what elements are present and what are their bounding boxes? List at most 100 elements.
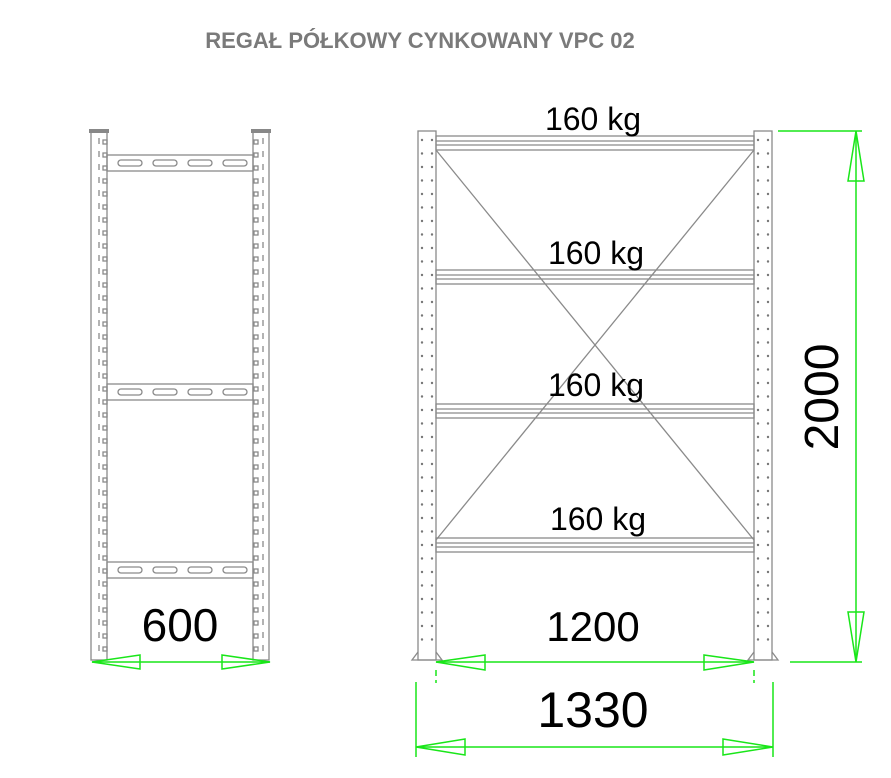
upright-hole (420, 314, 424, 317)
upright-hole (766, 165, 770, 169)
upright-hole (102, 269, 108, 275)
upright-hole (430, 300, 434, 304)
upright-hole (102, 633, 108, 639)
beam-slot (187, 566, 213, 574)
upright-hole (102, 477, 108, 483)
upright-hole (756, 192, 760, 196)
upright-hole (420, 422, 424, 425)
front-shelf (435, 537, 755, 553)
upright-hole (253, 373, 259, 379)
upright-hole (430, 233, 434, 236)
beam-slot (222, 159, 248, 167)
upright-hole (102, 581, 108, 587)
upright-hole (102, 230, 108, 236)
upright-hole (766, 395, 770, 398)
upright-hole (420, 381, 424, 385)
upright-hole (766, 489, 770, 493)
upright-hole (766, 381, 770, 385)
upright-hole (756, 597, 760, 601)
upright-hole (756, 408, 760, 412)
upright-hole (420, 462, 424, 466)
upright-hole (766, 354, 770, 358)
upright-hole (253, 464, 259, 470)
upright-hole (420, 219, 424, 223)
upright-hole (102, 334, 108, 340)
upright-hole (253, 217, 259, 223)
shelf-load-label: 160 kg (545, 101, 641, 137)
upright-hole (430, 624, 434, 628)
upright-hole (102, 464, 108, 470)
upright-hole (430, 503, 434, 506)
upright-hole (253, 646, 259, 652)
shelf-load-label: 160 kg (548, 367, 644, 403)
dimension-1200 (435, 654, 755, 683)
front-shelf (435, 135, 755, 151)
upright-hole (253, 308, 259, 314)
upright-hole (430, 449, 434, 452)
upright-hole (430, 557, 434, 560)
upright-hole (102, 295, 108, 301)
upright-hole (253, 633, 259, 639)
upright-hole (102, 321, 108, 327)
upright-hole (430, 219, 434, 223)
upright-hole (430, 165, 434, 169)
upright-hole (430, 462, 434, 466)
upright-hole (253, 360, 259, 366)
upright-hole (766, 300, 770, 304)
upright-hole (430, 530, 434, 533)
upright-hole (756, 314, 760, 317)
upright-hole (253, 542, 259, 548)
upright-hole (253, 412, 259, 418)
depth-label: 600 (142, 599, 219, 651)
upright-hole (766, 557, 770, 560)
upright-hole (766, 624, 770, 628)
beam-slot (117, 159, 143, 167)
upright-hole (420, 341, 424, 344)
upright-hole (102, 243, 108, 249)
upright-hole (430, 395, 434, 398)
upright-hole (430, 422, 434, 425)
upright-hole (430, 354, 434, 358)
side-beam (106, 383, 254, 401)
upright-hole (756, 165, 760, 169)
upright-hole (756, 354, 760, 358)
upright-hole (420, 179, 424, 182)
upright-hole (102, 607, 108, 613)
upright-hole (253, 490, 259, 496)
upright-hole (430, 489, 434, 493)
upright-hole (756, 260, 760, 263)
upright-hole (420, 300, 424, 304)
upright-hole (430, 570, 434, 574)
upright-hole (766, 341, 770, 344)
dimension-2000 (778, 130, 865, 663)
upright-hole (102, 425, 108, 431)
upright-hole (420, 260, 424, 263)
upright-hole (420, 503, 424, 506)
upright-hole (420, 570, 424, 574)
upright-hole (253, 282, 259, 288)
upright-hole (766, 152, 770, 155)
side-beam (106, 154, 254, 172)
upright-hole (253, 529, 259, 535)
upright-hole (253, 555, 259, 561)
upright-hole (766, 516, 770, 520)
upright-hole (430, 246, 434, 250)
upright-hole (756, 557, 760, 560)
upright-hole (756, 530, 760, 533)
upright-hole (102, 256, 108, 262)
upright-hole (430, 638, 434, 641)
upright-hole (766, 314, 770, 317)
upright-hole (420, 273, 424, 277)
upright-hole (756, 516, 760, 520)
upright-hole (766, 543, 770, 547)
upright-hole (253, 152, 259, 158)
upright-hole (766, 260, 770, 263)
foot-left (410, 651, 444, 661)
upright-hole (102, 646, 108, 652)
upright-hole (756, 327, 760, 331)
upright-hole (430, 192, 434, 196)
upright-hole (102, 191, 108, 197)
upright-hole (420, 354, 424, 358)
upright-hole (756, 476, 760, 479)
